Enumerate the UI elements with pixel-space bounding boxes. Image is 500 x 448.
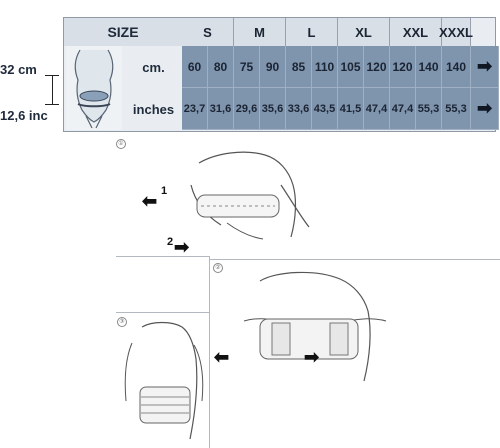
size-header-xxl: XXL bbox=[390, 18, 442, 46]
inch-value-cell: 43,5 bbox=[312, 88, 338, 130]
figure-step-1 bbox=[190, 151, 310, 240]
left-inch-label: 12,6 inc bbox=[0, 108, 48, 123]
figure-step-2 bbox=[243, 271, 387, 382]
step-circle-2: ② bbox=[213, 263, 223, 273]
arrow-right-icon-2: ➡ bbox=[304, 347, 320, 367]
fitting-instructions: ① ② ③ 1 2 ⬅ ➡ ⬅ ➡ bbox=[116, 137, 500, 448]
size-header-label: SIZE bbox=[64, 18, 183, 46]
cm-value-cell: 60 bbox=[182, 46, 208, 88]
panel-divider-vertical bbox=[209, 257, 210, 448]
measurement-guide-top bbox=[45, 75, 59, 76]
cm-row-arrow-icon: ➡ bbox=[471, 46, 499, 88]
inch-value-cell: 47,4 bbox=[390, 88, 416, 130]
cm-value-cell: 75 bbox=[234, 46, 260, 88]
inch-value-cell: 35,6 bbox=[260, 88, 286, 130]
measurement-guide-line bbox=[52, 75, 53, 104]
size-header-s: S bbox=[182, 18, 234, 46]
size-header-xxxl: XXXL bbox=[439, 18, 473, 46]
cm-value-cell: 85 bbox=[286, 46, 312, 88]
inch-row-arrow-icon: ➡ bbox=[471, 88, 499, 130]
step-circle-3: ③ bbox=[117, 317, 127, 327]
cm-value-cell: 105 bbox=[338, 46, 364, 88]
size-header-l: L bbox=[286, 18, 338, 46]
inch-value-cell: 29,6 bbox=[234, 88, 260, 130]
step-number-1: 1 bbox=[161, 185, 168, 197]
measurement-guide-bottom bbox=[45, 104, 59, 105]
inch-value-cell: 41,5 bbox=[338, 88, 364, 130]
torso-measurement-illustration bbox=[66, 46, 122, 130]
torso-illustration-svg bbox=[74, 49, 114, 129]
inch-value-cell: 55,3 bbox=[442, 88, 471, 130]
figure-step-3 bbox=[124, 321, 204, 440]
step-number-2: 2 bbox=[167, 236, 174, 248]
cm-value-cell: 140 bbox=[416, 46, 442, 88]
cm-value-cell: 120 bbox=[390, 46, 416, 88]
size-header-m: M bbox=[234, 18, 286, 46]
panel-divider-horizontal-right bbox=[209, 259, 500, 260]
row-label-inches: inches bbox=[125, 88, 182, 130]
cm-value-cell: 110 bbox=[312, 46, 338, 88]
arrow-left-icon: ⬅ bbox=[142, 191, 158, 211]
inch-value-cell: 33,6 bbox=[286, 88, 312, 130]
cm-value-cell: 90 bbox=[260, 46, 286, 88]
cm-value-cell: 80 bbox=[208, 46, 234, 88]
cm-value-cell: 120 bbox=[364, 46, 390, 88]
panel-divider-horizontal-left bbox=[116, 312, 209, 313]
inch-value-cell: 47,4 bbox=[364, 88, 390, 130]
step-circle-1: ① bbox=[116, 139, 126, 149]
inch-value-cell: 31,6 bbox=[208, 88, 234, 130]
arrow-left-icon-2: ⬅ bbox=[214, 347, 230, 367]
panel-divider-horizontal-top bbox=[116, 256, 210, 257]
inch-value-cell: 23,7 bbox=[182, 88, 208, 130]
inch-value-cell: 55,3 bbox=[416, 88, 442, 130]
arrow-right-icon: ➡ bbox=[174, 237, 190, 257]
size-header-xl: XL bbox=[338, 18, 390, 46]
cm-value-cell: 140 bbox=[442, 46, 471, 88]
left-cm-label: 32 cm bbox=[0, 62, 37, 77]
row-label-cm: cm. bbox=[125, 46, 182, 88]
